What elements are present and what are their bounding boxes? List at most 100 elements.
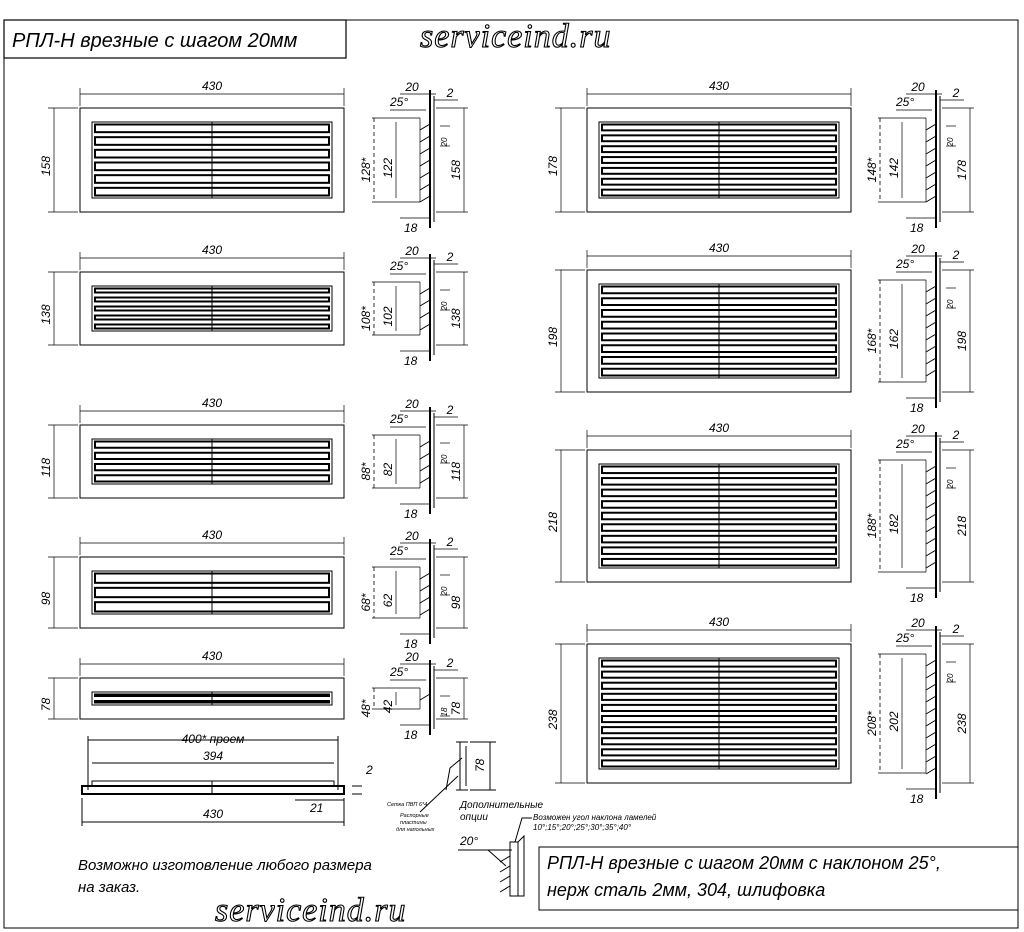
slat-section	[925, 489, 937, 497]
panel-frame	[79, 424, 345, 499]
slat-section	[925, 683, 937, 691]
profile-height-label: 158	[449, 160, 463, 180]
frame-thickness-label: 2	[446, 86, 454, 100]
slat-angle-label: 25°	[895, 437, 914, 451]
open-size-label: 48*	[359, 699, 373, 717]
slat-section	[419, 299, 431, 307]
slat-angle-label: 25°	[389, 412, 408, 426]
lip-label: 18	[910, 591, 924, 605]
frame-thickness-label: 2	[446, 535, 454, 549]
edge-label: 21	[309, 801, 323, 815]
open-size-label: 88*	[359, 462, 373, 480]
inner-size-label: 102	[381, 306, 395, 326]
slat-section	[419, 287, 431, 295]
panel-frame	[586, 107, 852, 213]
panel-frame	[586, 643, 852, 784]
slat-section	[419, 452, 431, 460]
inner-size-label: 142	[887, 158, 901, 178]
inner-size-label: 82	[381, 463, 395, 477]
frame-depth-label: 20	[404, 650, 419, 664]
slat-section	[925, 465, 937, 473]
option-height-label: 78	[473, 758, 487, 772]
inner-size-label: 122	[381, 158, 395, 178]
slat-angle-label: 25°	[895, 631, 914, 645]
panel-width-label: 430	[709, 241, 729, 255]
pitch-label: 20	[946, 137, 955, 147]
panel-width-label: 430	[202, 649, 222, 663]
slat-section	[925, 297, 937, 305]
slat-section	[925, 345, 937, 353]
panel-frame	[79, 556, 345, 629]
profile-height-label: 178	[955, 160, 969, 180]
slat-section	[419, 323, 431, 331]
slat-section	[419, 159, 431, 167]
inner-size-label: 182	[887, 514, 901, 534]
inner-size-label: 62	[381, 594, 395, 608]
panel-width-label: 430	[709, 79, 729, 93]
slat-section	[925, 695, 937, 703]
pitch-label: 20	[946, 673, 955, 683]
inner-size-label: 162	[887, 329, 901, 349]
plates-label-line2: пластины	[400, 820, 427, 826]
frame-depth-label: 20	[910, 422, 925, 436]
slat-section	[419, 693, 431, 701]
sheet-title: РПЛ-Н врезные с шагом 20мм	[12, 30, 298, 52]
frame-thickness-label: 2	[446, 250, 454, 264]
slat-section	[925, 755, 937, 763]
inner-width-label: 394	[203, 749, 223, 763]
description-line1: РПЛ-Н врезные с шагом 20мм с наклоном 25…	[547, 853, 941, 873]
profile-height-label: 138	[449, 308, 463, 328]
slat-section	[925, 321, 937, 329]
slat-section	[419, 596, 431, 604]
panel-width-label: 430	[202, 79, 222, 93]
slat-section	[925, 561, 937, 569]
profile-height-label: 218	[955, 516, 969, 537]
custom-size-note-line1: Возможно изготовление любого размера	[78, 857, 372, 874]
slat-section	[925, 707, 937, 715]
slat-section	[419, 123, 431, 131]
options-caption-line2: опции	[460, 812, 488, 823]
plates-label-line1: Распорные	[400, 813, 429, 819]
slat-section	[419, 476, 431, 484]
frame-depth-label: 20	[910, 242, 925, 256]
frame-thickness-label: 2	[446, 403, 454, 417]
inner-size-label: 42	[381, 700, 395, 714]
slat-section	[925, 135, 937, 143]
panel-height-label: 198	[546, 327, 560, 347]
panel-width-label: 430	[709, 421, 729, 435]
description-line2: нерж сталь 2мм, 304, шлифовка	[547, 880, 825, 900]
panel-frame	[79, 271, 345, 346]
slat-section	[925, 501, 937, 509]
thickness-label: 2	[365, 763, 373, 777]
total-width-label: 430	[203, 807, 223, 821]
slat-section	[925, 147, 937, 155]
pitch-label: 18	[440, 707, 449, 716]
profile-height-label: 118	[449, 462, 463, 481]
slat-angle-label: 25°	[895, 95, 914, 109]
panel-width-label: 430	[709, 615, 729, 629]
lip-label: 18	[404, 637, 418, 651]
slat-section	[925, 671, 937, 679]
panel-height-label: 178	[546, 156, 560, 176]
lip-label: 18	[404, 354, 418, 368]
open-size-label: 208*	[865, 711, 879, 737]
panel-frame	[586, 269, 852, 393]
frame-thickness-label: 2	[446, 656, 454, 670]
slat-section	[925, 767, 937, 775]
